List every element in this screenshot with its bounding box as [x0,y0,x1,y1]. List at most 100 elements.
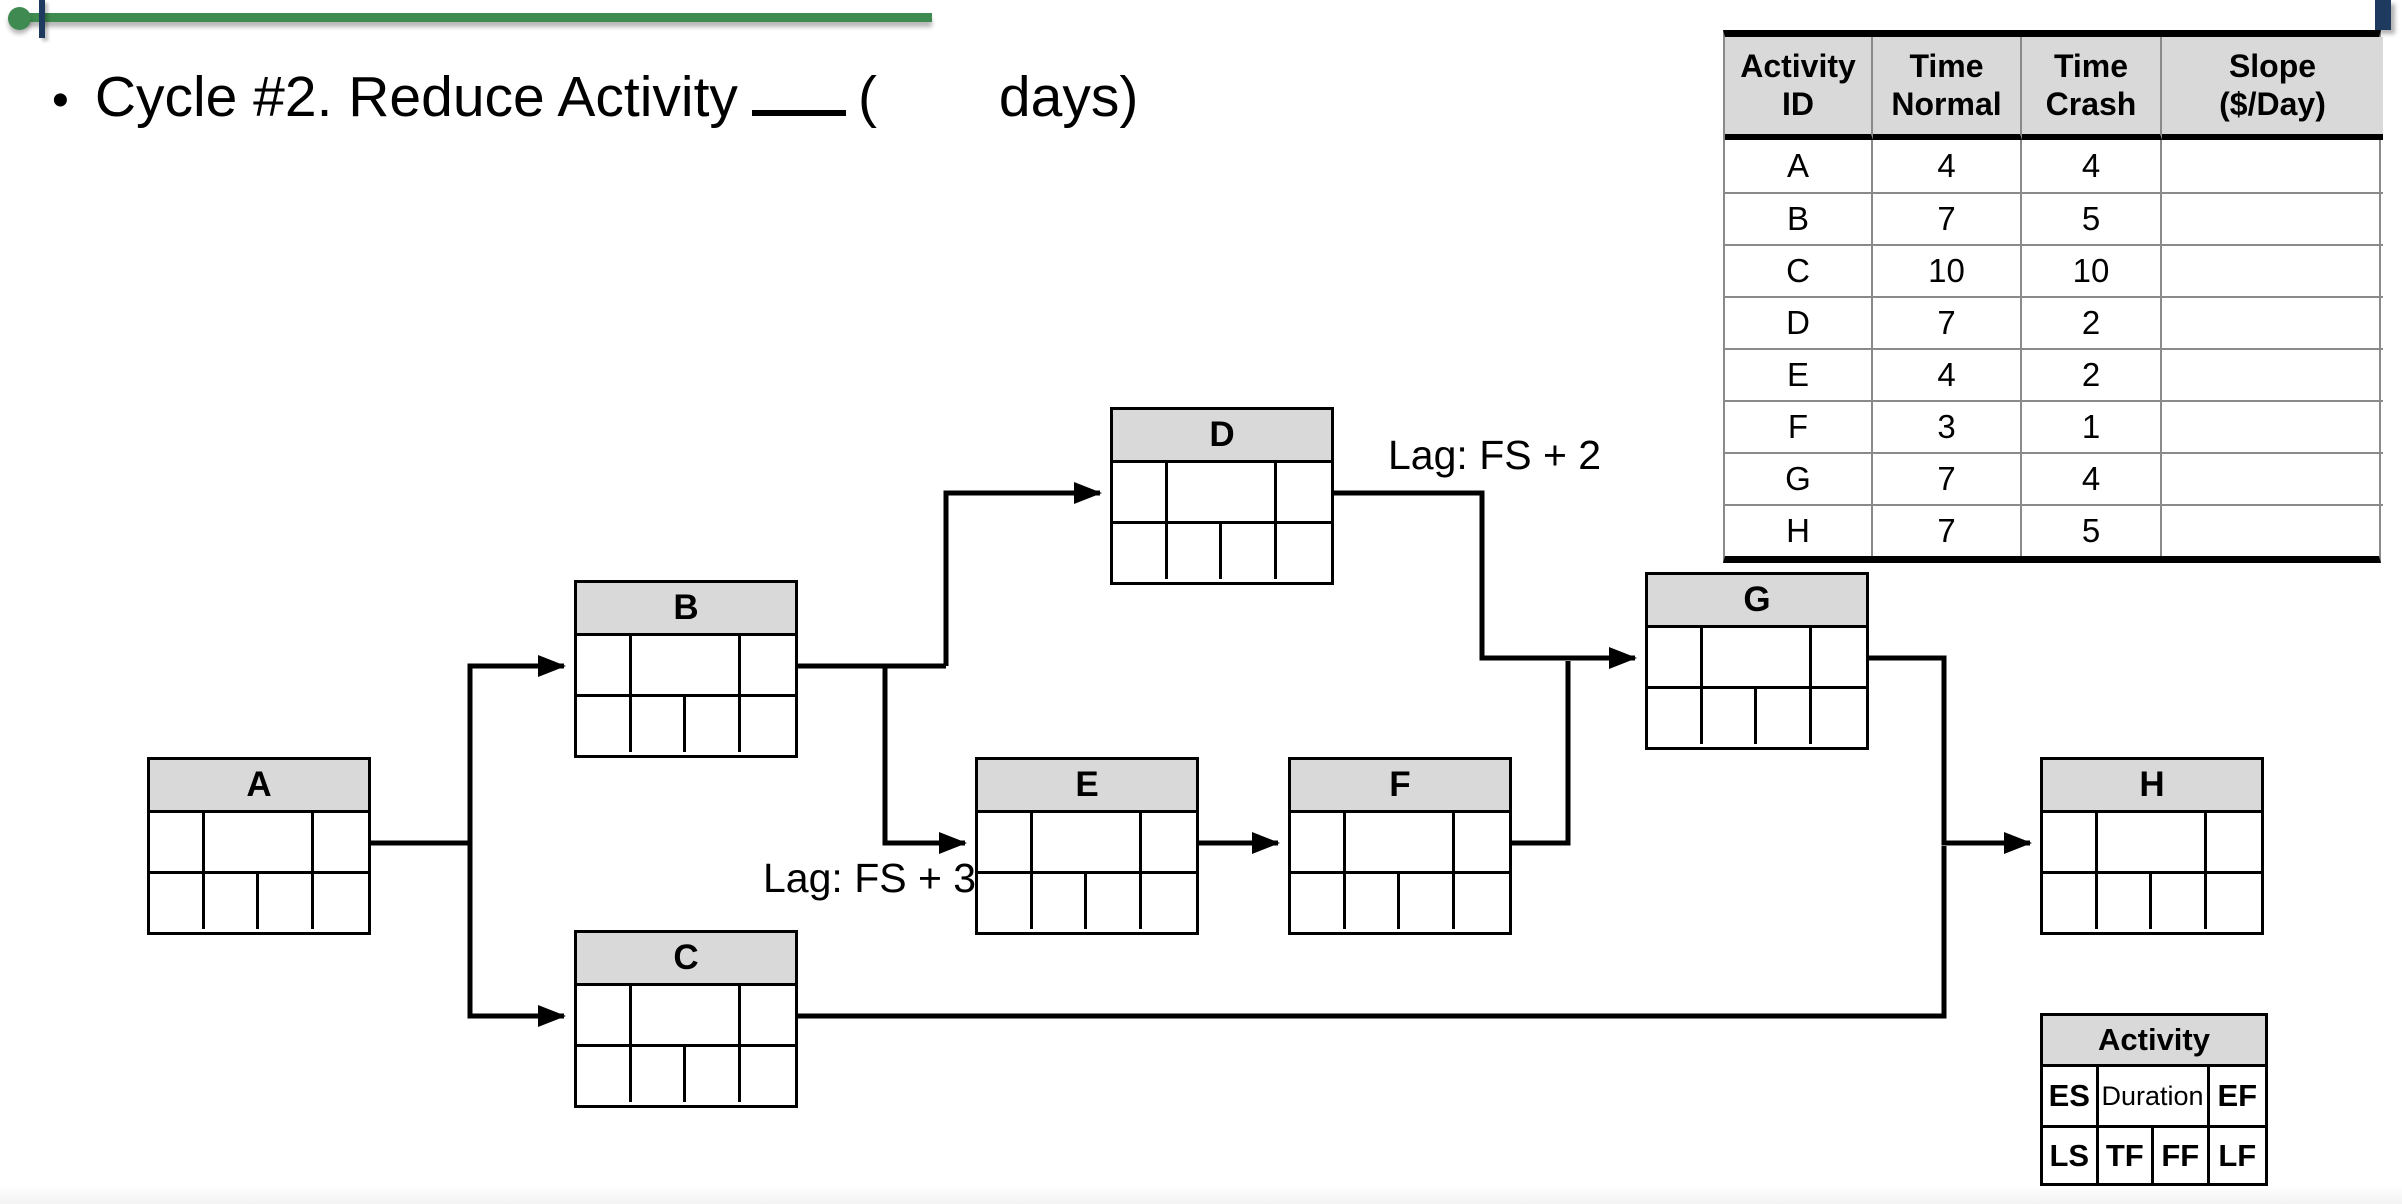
legend-lf-cell: LF [2218,1137,2257,1173]
table-header-line2: Crash [2045,85,2137,122]
table-cell-normal: 7 [1873,452,2022,504]
lf-cell [741,697,796,752]
lag-label-fs-plus-2: Lag: FS + 2 [1388,432,1602,478]
node-middle-row [978,813,1196,871]
table-cell-normal: 4 [1873,348,2022,400]
node-middle-row [577,636,795,694]
node-bottom-row [1113,521,1331,579]
tf-cell [1346,874,1400,929]
table-cell-id: B [1725,192,1873,244]
edge-C-H-junction [798,846,1947,1019]
lf-cell [1277,524,1332,579]
table-cell-crash: 2 [2022,348,2162,400]
table-cell-normal: 3 [1873,400,2022,452]
tf-cell [2098,874,2152,929]
activity-node-G: G [1645,572,1869,750]
slide-title: • Cycle #2. Reduce Activity ( days) [52,62,1138,129]
tf-cell [632,1047,686,1102]
node-middle-row [1113,463,1331,521]
es-cell [577,986,632,1044]
table-cell-normal: 7 [1873,504,2022,556]
table-header-line1: Activity [1740,47,1856,84]
table-cell-crash: 4 [2022,452,2162,504]
table-cell-normal: 7 [1873,296,2022,348]
es-cell [577,636,632,694]
ef-cell [741,986,796,1044]
es-cell [1648,628,1703,686]
ef-cell [314,813,369,871]
activity-node-C: C [574,930,798,1108]
ef-cell [2207,813,2262,871]
node-bottom-row [1648,686,1866,744]
legend-ef-cell: EF [2217,1078,2258,1113]
table-cell-id: E [1725,348,1873,400]
legend-es-cell: ES [2043,1067,2099,1125]
activity-node-B: B [574,580,798,758]
table-cell-crash: 1 [2022,400,2162,452]
edge-B-D [943,482,1102,666]
ls-cell [150,874,205,929]
tf-cell [632,697,686,752]
table-cell-slope [2162,244,2383,296]
table-cell-normal: 10 [1873,244,2022,296]
edge-B-E [882,666,967,854]
edge-D-G [1334,490,1637,669]
table-cell-slope [2162,192,2383,244]
table-cell-crash: 5 [2022,504,2162,556]
title-open-paren: ( [857,65,877,130]
title-days-suffix: days) [998,65,1139,130]
duration-cell [632,636,741,694]
duration-cell [632,986,741,1044]
ls-cell [1113,524,1168,579]
table-cell-crash: 2 [2022,296,2162,348]
title-blank-underline [751,62,846,117]
lf-cell [1455,874,1510,929]
table-header-line2: Normal [1891,85,2002,122]
activity-node-A: A [147,757,371,935]
node-label-C: C [577,933,795,986]
ef-cell [1812,628,1867,686]
ff-cell [1222,524,1277,579]
node-label-F: F [1291,760,1509,813]
bottom-strip [0,1186,2402,1204]
table-cell-slope [2162,452,2383,504]
lf-cell [741,1047,796,1102]
node-label-A: A [150,760,368,813]
table-cell-id: C [1725,244,1873,296]
bullet-icon: • [52,74,69,128]
legend-header: Activity [2043,1016,2265,1067]
activity-node-E: E [975,757,1199,935]
duration-cell [1168,463,1277,521]
ls-cell [2043,874,2098,929]
node-label-E: E [978,760,1196,813]
duration-cell [2098,813,2207,871]
es-cell [2043,813,2098,871]
ff-cell [686,1047,741,1102]
table-cell-normal: 7 [1873,192,2022,244]
tf-cell [1703,689,1757,744]
ls-cell [978,874,1033,929]
lf-cell [2207,874,2262,929]
table-cell-slope [2162,504,2383,556]
node-label-B: B [577,583,795,636]
table-cell-slope [2162,296,2383,348]
legend-ff-cell: FF [2154,1128,2210,1183]
table-cell-id: G [1725,452,1873,504]
ef-cell [1277,463,1332,521]
legend-tf-cell: TF [2099,1128,2154,1183]
duration-cell [1703,628,1812,686]
node-bottom-row [978,871,1196,929]
table-cell-id: A [1725,140,1873,192]
table-cell-slope [2162,348,2383,400]
duration-cell [205,813,314,871]
ef-cell [1455,813,1510,871]
edge-F-G-junction [1512,661,1571,846]
node-bottom-row [150,871,368,929]
table-cell-id: H [1725,504,1873,556]
node-bottom-row [577,694,795,752]
ff-cell [1400,874,1455,929]
lf-cell [1142,874,1197,929]
green-dot-decoration [8,7,31,30]
